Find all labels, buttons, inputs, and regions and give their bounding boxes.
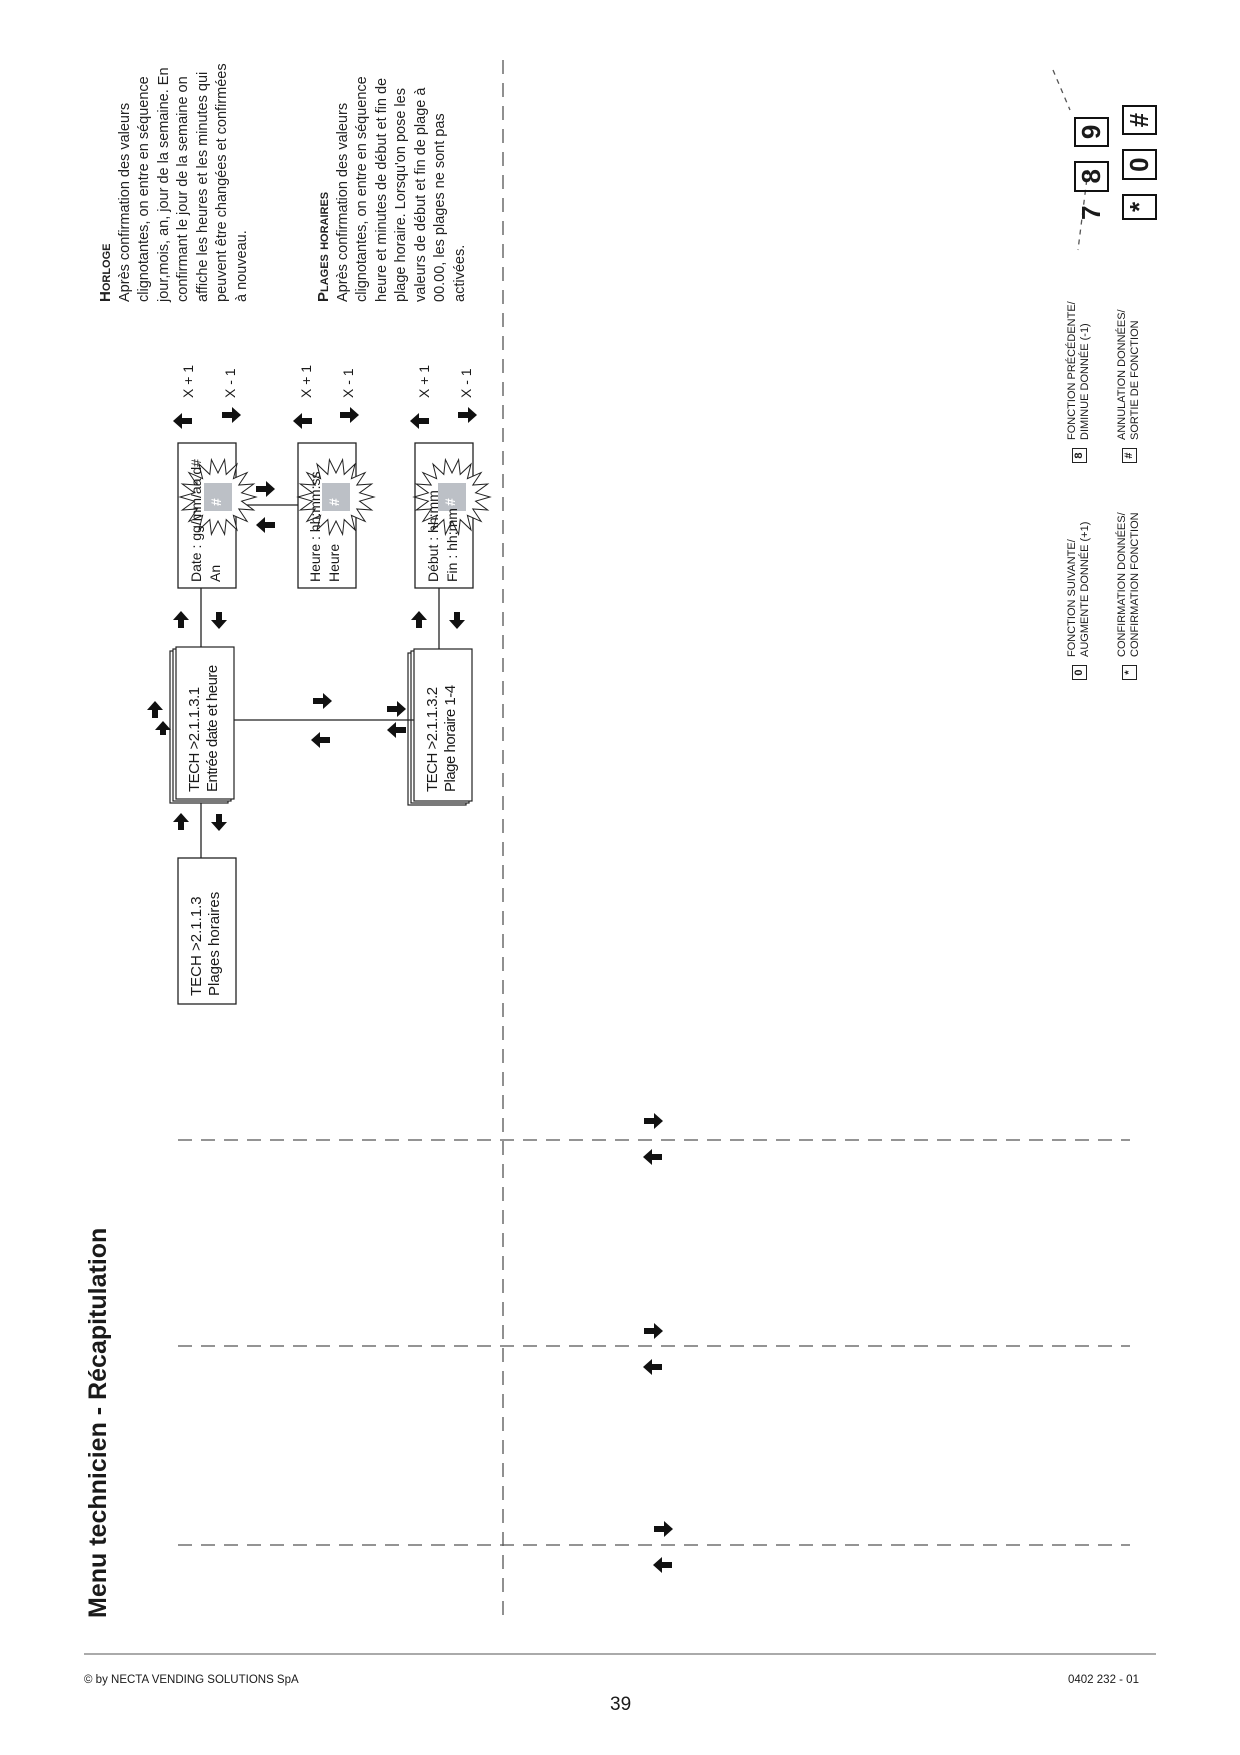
starburst-hash-icons bbox=[178, 457, 492, 537]
debut-line1: Début : hh:mm bbox=[425, 490, 441, 582]
vertical-arrows bbox=[147, 611, 465, 831]
horloge-text: Après confirmation des valeurs clignotan… bbox=[116, 63, 250, 302]
key-star-icon: * bbox=[1121, 665, 1137, 680]
page-title: Menu technicien - Récapitulation bbox=[84, 1227, 112, 1618]
xminus-label-1: X - 1 bbox=[222, 368, 238, 398]
legend-next-line2: AUGMENTE DONNÉE (+1) bbox=[1079, 521, 1091, 657]
key-7-icon: 7 bbox=[1076, 205, 1106, 220]
plage14-line1: TECH >2.1.1.3.2 bbox=[424, 687, 441, 792]
heure-line2: Heure bbox=[326, 543, 342, 582]
date-line2: An bbox=[207, 564, 223, 582]
x-arrows bbox=[173, 407, 477, 429]
plages-heading: Plages horaires bbox=[315, 191, 332, 302]
xminus-label-2: X - 1 bbox=[340, 368, 356, 398]
legend-cancel-line1: ANNULATION DONNÉES/ bbox=[1116, 309, 1128, 440]
xplus-label-3: X + 1 bbox=[416, 364, 432, 398]
legend-next: 0 FONCTION SUIVANTE/AUGMENTE DONNÉE (+1) bbox=[1066, 522, 1092, 680]
separator-arrows bbox=[643, 1113, 673, 1573]
horloge-heading: Horloge bbox=[97, 243, 114, 302]
description-block-2: Plages horaires Après confirmation des v… bbox=[314, 54, 470, 302]
xplus-label-2: X + 1 bbox=[298, 364, 314, 398]
plages-box-text: TECH >2.1.1.3 Plages horaires bbox=[188, 892, 224, 996]
legend-prev: 8 FONCTION PRÉCÉDENTE/DIMINUE DONNÉE (-1… bbox=[1066, 301, 1092, 463]
legend-prev-line1: FONCTION PRÉCÉDENTE/ bbox=[1066, 301, 1078, 440]
xminus-label-3: X - 1 bbox=[458, 368, 474, 398]
legend-prev-line2: DIMINUE DONNÉE (-1) bbox=[1079, 323, 1091, 440]
horizontal-arrows bbox=[256, 481, 406, 748]
legend-confirm-line1: CONFIRMATION DONNÉES/ bbox=[1116, 512, 1128, 657]
heure-box-text: Heure : hh:mm:ss Heure bbox=[306, 472, 344, 582]
key-hash-icon: # bbox=[1121, 448, 1137, 463]
box-entree-date-heure bbox=[169, 646, 235, 804]
key-8-keypad-icon: 8 bbox=[1074, 161, 1109, 192]
key-hash-keypad-icon: # bbox=[1122, 104, 1157, 136]
xplus-label-1: X + 1 bbox=[180, 364, 196, 398]
legend-next-line1: FONCTION SUIVANTE/ bbox=[1066, 539, 1078, 657]
key-8-icon: 8 bbox=[1071, 448, 1087, 463]
keypad-graphic-row2: * 0 # bbox=[1122, 104, 1157, 220]
key-9-icon: 9 bbox=[1074, 116, 1109, 148]
entree-line1: TECH >2.1.1.3.1 bbox=[186, 687, 203, 792]
dashed-separators bbox=[178, 60, 1130, 1618]
plage14-line2: Plage horaire 1-4 bbox=[442, 685, 459, 792]
legend-cancel: # ANNULATION DONNÉES/SORTIE DE FONCTION bbox=[1116, 309, 1142, 463]
plages-line1: TECH >2.1.1.3 bbox=[188, 896, 205, 996]
hash-label-1: # bbox=[208, 498, 224, 506]
page-number: 39 bbox=[610, 1694, 632, 1715]
date-box-text: Date : gg/mm/aa d# An bbox=[187, 459, 225, 582]
plages-line2: Plages horaires bbox=[206, 891, 223, 996]
date-line1: Date : gg/mm/aa d# bbox=[188, 459, 204, 582]
legend-confirm: * CONFIRMATION DONNÉES/CONFIRMATION FONC… bbox=[1116, 512, 1142, 680]
key-0-keypad-icon: 0 bbox=[1122, 149, 1157, 180]
document-code: 0402 232 - 01 bbox=[1068, 1674, 1139, 1686]
hash-label-2: # bbox=[326, 498, 342, 506]
hash-label-3: # bbox=[442, 498, 458, 506]
plages-text: Après confirmation des valeurs clignotan… bbox=[334, 76, 468, 302]
key-0-icon: 0 bbox=[1071, 665, 1087, 680]
heure-line1: Heure : hh:mm:ss bbox=[307, 471, 323, 582]
entree-box-text: TECH >2.1.1.3.1 Entrée date et heure bbox=[186, 665, 222, 792]
description-block: Horloge Après confirmation des valeurs c… bbox=[96, 54, 252, 302]
box-plages-horaires bbox=[177, 857, 237, 1005]
plage14-box-text: TECH >2.1.1.3.2 Plage horaire 1-4 bbox=[424, 685, 460, 792]
entree-line2: Entrée date et heure bbox=[204, 665, 221, 792]
box-plage-horaire-1-4 bbox=[407, 648, 473, 806]
key-star-keypad-icon: * bbox=[1122, 193, 1157, 220]
keypad-graphic: 7 8 9 bbox=[1074, 116, 1109, 220]
footer-copyright: © by NECTA VENDING SOLUTIONS SpA bbox=[84, 1674, 299, 1686]
legend-cancel-line2: SORTIE DE FONCTION bbox=[1129, 320, 1141, 440]
legend-confirm-line2: CONFIRMATION FONCTION bbox=[1129, 512, 1141, 657]
